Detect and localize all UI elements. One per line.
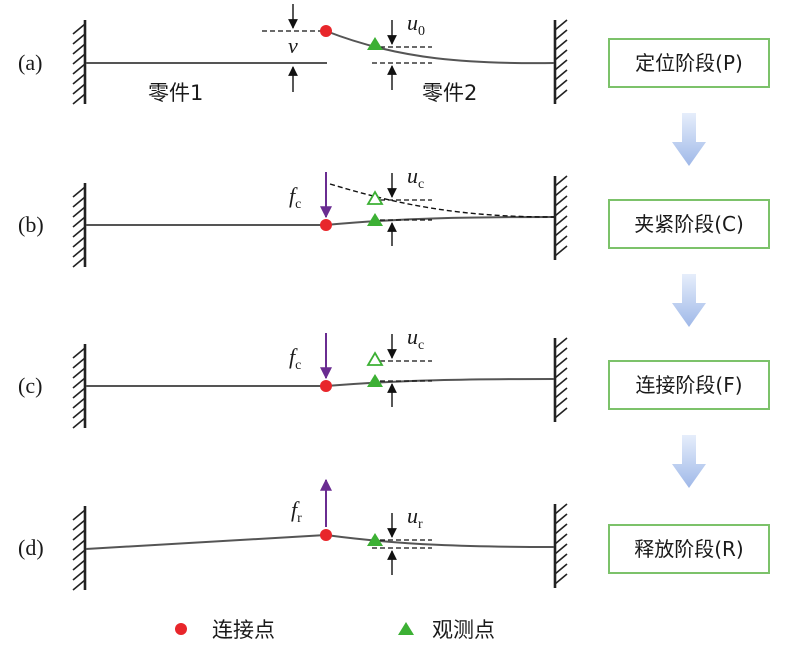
flow-arrow [672,274,706,327]
part1-label: 零件1 [148,81,203,105]
stage-box [608,524,770,574]
observation-point-initial [366,190,384,205]
force-symbol: fc [289,344,301,373]
row-b: (b) fc uc 夹紧阶段(C) [18,163,770,269]
row-label: (b) [18,212,44,237]
disp-symbol: uc [407,324,424,353]
left-wall [71,342,87,430]
disp-symbol: uc [407,163,424,192]
left-wall [71,181,87,269]
initial-shape-dashed [329,183,555,218]
right-wall [553,502,569,590]
legend-observation-marker [398,622,414,635]
row-label: (a) [18,50,42,75]
row-label: (d) [18,535,44,560]
connection-point [320,25,332,37]
connection-point [320,529,332,541]
row-a: (a) v u0 零件1 零件2 定位阶段(P) [18,4,770,106]
observation-point-initial [366,351,384,366]
flow-arrow [672,113,706,166]
force-symbol: fc [289,183,301,212]
right-wall [553,336,569,424]
stage-label: 连接阶段(F) [635,373,742,397]
observation-point [367,213,383,226]
legend-connection-marker [175,623,187,635]
part1-beam [85,534,327,550]
observation-point [367,37,383,50]
part2-beam [325,378,555,387]
part2-label: 零件2 [422,81,477,105]
row-label: (c) [18,373,42,398]
legend: 连接点 观测点 [175,618,495,642]
gap-symbol: v [288,33,298,58]
stage-box [608,38,770,88]
part2-beam [325,30,555,65]
observation-point [367,374,383,387]
force-symbol: fr [291,497,302,526]
right-wall [553,18,569,106]
disp-symbol: ur [407,503,423,532]
legend-observation-label: 观测点 [432,618,495,642]
observation-point [367,533,383,546]
right-wall [553,174,569,262]
stage-label: 释放阶段(R) [634,537,744,561]
disp-symbol: u0 [407,10,425,39]
stage-label: 定位阶段(P) [635,51,743,75]
row-d: (d) fr ur 释放阶段(R) [18,478,770,592]
flow-arrow [672,435,706,488]
stage-box [608,199,770,249]
stage-box [608,360,770,410]
connection-point [320,380,332,392]
left-wall [71,18,87,106]
left-wall [71,504,87,592]
row-c: (c) fc uc 连接阶段(F) [18,324,770,430]
connection-point [320,219,332,231]
part2-beam [325,216,555,226]
stage-label: 夹紧阶段(C) [634,212,744,236]
part2-beam [325,534,555,548]
legend-connection-label: 连接点 [212,618,275,642]
